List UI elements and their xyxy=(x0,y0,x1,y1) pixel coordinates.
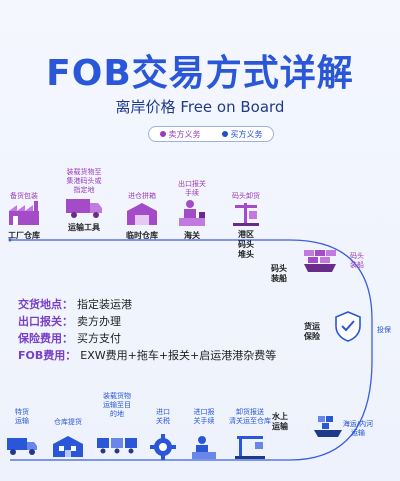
warehouse-icon xyxy=(127,203,157,225)
import-customs-icon xyxy=(192,436,216,459)
step-delivery: 特货 运输 xyxy=(2,408,42,456)
seller-dot-icon xyxy=(159,131,166,137)
info-value: 指定装运港 xyxy=(77,298,132,311)
legend: 卖方义务 买方义务 xyxy=(148,126,274,142)
legend-buyer-label: 买方义务 xyxy=(230,129,263,139)
step-convoy-caption: 装载货物 运输至目 的地 xyxy=(103,392,131,418)
step-loading-caption: 码头 装船 xyxy=(350,252,364,269)
step-import-customs-caption: 进口报 关手续 xyxy=(193,408,215,425)
info-value: 买方支付 xyxy=(77,332,121,345)
info-row: FOB费用： EXW费用+拖车+报关+启运港港杂费等 xyxy=(18,347,276,364)
info-key: 出口报关： xyxy=(18,315,73,328)
step-warehouse: 进仓拼箱 临时仓库 xyxy=(120,192,164,241)
step-tax-caption: 进口 关税 xyxy=(156,408,170,425)
step-crane: 卸货报送 清关运至仓库 xyxy=(226,408,274,460)
info-row: 出口报关： 卖方办理 xyxy=(18,313,276,330)
step-customs-label: 海关 xyxy=(184,231,200,240)
legend-buyer: 买方义务 xyxy=(221,129,263,140)
step-insurance xyxy=(330,310,366,342)
step-convoy: 装载货物 运输至目 的地 xyxy=(92,392,142,456)
legend-seller-label: 卖方义务 xyxy=(168,129,201,139)
step-insurance-label: 货运 保险 xyxy=(304,322,320,341)
step-building: 仓库提货 xyxy=(46,418,90,458)
factory-icon xyxy=(9,201,39,225)
delivery-truck-icon xyxy=(7,438,37,455)
step-delivery-caption: 特货 运输 xyxy=(15,408,29,425)
info-key: 保险费用： xyxy=(18,332,73,345)
step-factory: 备货包装 工厂仓库 xyxy=(2,192,46,241)
info-row: 交货地点： 指定装运港 xyxy=(18,296,276,313)
step-port: 码头卸货 港区 码头 堆头 xyxy=(224,192,268,260)
convoy-icon xyxy=(97,438,137,454)
step-truck: 装载货物至 集港码头或 指定地 运输工具 xyxy=(56,168,112,233)
legend-seller: 卖方义务 xyxy=(159,129,201,140)
info-block: 交货地点： 指定装运港 出口报关： 卖方办理 保险费用： 买方支付 FOB费用：… xyxy=(18,296,276,364)
step-sea-label: 水上 运输 xyxy=(272,412,288,431)
step-loading-label: 码头 装船 xyxy=(271,264,287,283)
step-port-caption: 码头卸货 xyxy=(232,192,260,200)
step-import-customs: 进口报 关手续 xyxy=(184,408,224,460)
info-key: FOB费用： xyxy=(18,349,77,362)
step-customs-caption: 出口报关 手续 xyxy=(178,180,206,197)
step-warehouse-caption: 进仓拼箱 xyxy=(128,192,156,200)
info-value: EXW费用+拖车+报关+启运港港杂费等 xyxy=(80,349,277,362)
building-icon xyxy=(53,436,83,457)
shield-icon xyxy=(335,311,361,342)
step-building-caption: 仓库提货 xyxy=(54,418,82,426)
page-title: FOB交易方式详解 xyxy=(46,53,354,94)
step-customs: 出口报关 手续 海关 xyxy=(170,180,214,241)
buyer-dot-icon xyxy=(221,131,228,137)
page-subtitle: 离岸价格 Free on Board xyxy=(115,98,285,116)
step-truck-caption: 装载货物至 集港码头或 指定地 xyxy=(66,168,102,194)
step-truck-label: 运输工具 xyxy=(68,223,100,232)
crane-icon xyxy=(235,436,265,459)
info-row: 保险费用： 买方支付 xyxy=(18,330,276,347)
ship-loading-icon xyxy=(304,250,336,272)
step-warehouse-label: 临时仓库 xyxy=(126,231,158,240)
step-tax: 进口 关税 xyxy=(146,408,180,460)
customs-icon xyxy=(179,200,205,226)
step-factory-label: 工厂仓库 xyxy=(8,231,40,240)
step-port-label: 港区 码头 堆头 xyxy=(238,230,254,259)
port-icon xyxy=(233,203,259,226)
info-value: 卖方办理 xyxy=(77,315,121,328)
tax-gear-icon xyxy=(150,434,176,460)
step-crane-caption: 卸货报送 清关运至仓库 xyxy=(229,408,271,425)
sea-ship-icon xyxy=(314,416,342,437)
step-sea-caption: 海运/内河 运输 xyxy=(342,420,374,437)
step-insurance-caption: 投保 xyxy=(377,326,391,334)
info-key: 交货地点： xyxy=(18,298,73,311)
step-factory-caption: 备货包装 xyxy=(10,192,38,200)
truck-icon xyxy=(66,199,102,218)
step-loading xyxy=(300,244,340,274)
step-sea xyxy=(310,410,346,440)
